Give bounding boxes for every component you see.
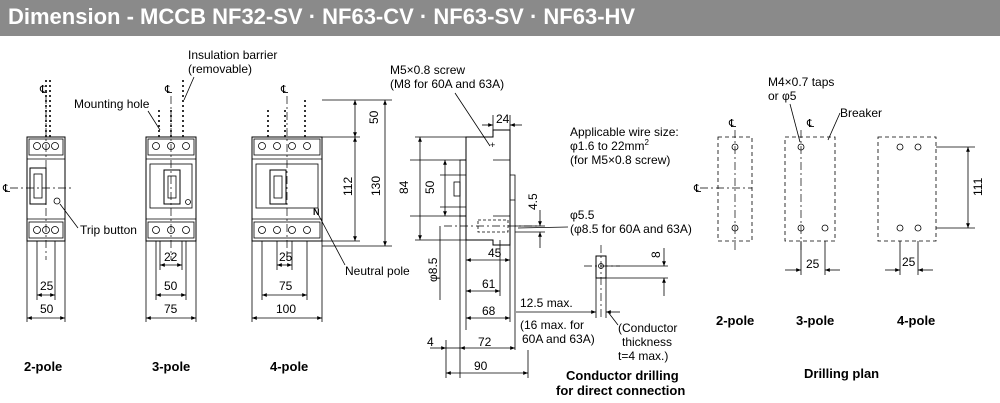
dim-height-112: 112 [341,177,355,196]
label-wire-screw: (for M5×0.8 screw) [570,153,670,167]
dim-side-68: 68 [482,304,496,318]
label-insulation-barrier: Insulation barrier [188,48,277,62]
label-insulation-barrier-note: (removable) [188,62,252,76]
caption-4-pole: 4-pole [270,359,308,374]
front-view-3-pole: ℄ 22 50 75 [145,80,197,322]
drill-hole [896,143,904,151]
header-bar: Dimension - MCCB NF32-SV · NF63-CV · NF6… [0,0,1000,36]
label-wire-range: φ1.6 to 22mm2 [570,138,649,153]
dim-side-24: 24 [496,112,510,126]
caption-2-pole: 2-pole [24,359,62,374]
handle-3-pole [163,169,181,205]
label-hole-size: φ5.5 [570,208,595,222]
svg-text:N: N [313,207,320,217]
dim-side-45: 45 [488,246,502,260]
dim-side-84: 84 [397,180,411,194]
drill-hole [731,224,739,232]
label-max-length: 12.5 max. [520,296,573,310]
drill-hole [731,143,739,151]
dim-side-72: 72 [478,335,492,349]
label-max-length-alt: (16 max. for [520,318,584,332]
front-view-2-pole: ℄ ℄ 25 50 [2,80,74,322]
label-screw: M5×0.8 screw [390,63,465,77]
label-neutral-pole: Neutral pole [345,264,410,278]
drill-hole [914,143,922,151]
centerline-mark: ℄ [693,183,701,195]
dim-2pole-outer: 50 [40,302,54,316]
drill-hole [797,143,805,151]
caption-3-pole: 3-pole [152,359,190,374]
drill-hole [821,224,829,232]
label-thickness-3: t=4 max.) [618,349,668,363]
conductor-drilling: 8 [516,245,668,318]
centerline-mark: ℄ [2,183,10,195]
front-view-4-pole: N ℄ 25 75 100 50 112 130 [251,84,392,322]
dim-side-4-5: 4.5 [526,193,540,210]
dim-4pole-outer: 100 [276,302,296,316]
centerline-mark: ℄ [280,84,288,96]
centerline-mark: ℄ [39,84,47,96]
side-view: + 84 50 24 4.5 φ8.5 4 [397,112,545,378]
centerline-mark: ℄ [164,84,172,96]
dim-2pole-inner: 25 [40,279,54,293]
caption-drill-4-pole: 4-pole [897,313,935,328]
dim-3pole-outer: 75 [164,302,178,316]
dim-side-61: 61 [482,277,496,291]
centerline-mark: ℄ [728,118,736,130]
dim-4pole-inner: 25 [279,250,293,264]
drill-hole [896,224,904,232]
page-title: Dimension - MCCB NF32-SV · NF63-CV · NF6… [8,4,636,29]
caption-conductor-drilling: Conductor drilling [566,368,679,383]
dim-side-phi-8-5: φ8.5 [426,257,440,282]
drilling-plan: ℄ ℄ ℄ 25 25 111 [693,118,985,275]
label-taps: M4×0.7 taps [768,75,834,89]
dim-height-130: 130 [369,176,383,196]
label-max-length-alt2: 60A and 63A) [522,332,595,346]
caption-drill-2-pole: 2-pole [716,313,754,328]
label-taps-alt: or φ5 [768,89,797,103]
label-thickness: (Conductor [618,321,677,335]
caption-drilling-plan: Drilling plan [804,366,879,381]
label-hole-size-alt: (φ8.5 for 60A and 63A) [570,222,692,236]
dim-drill-25-3pole: 25 [806,257,820,271]
side-body [465,129,511,246]
caption-drill-3-pole: 3-pole [796,313,834,328]
label-thickness-2: thickness [622,335,672,349]
drill-outline-4-pole [877,136,937,242]
label-screw-alt: (M8 for 60A and 63A) [390,77,504,91]
dim-side-4: 4 [427,335,434,349]
drill-outline-3-pole [784,136,836,242]
dim-top-height: 50 [367,110,381,124]
dim-3pole-mid: 50 [164,279,178,293]
dim-3pole-inner: 22 [164,250,178,264]
label-trip-button: Trip button [80,223,137,237]
dim-side-50: 50 [423,180,437,194]
caption-direct-connection: for direct connection [556,383,685,398]
handle-2-pole [29,167,47,205]
drill-hole [797,224,805,232]
label-mounting-hole: Mounting hole [74,97,150,111]
label-breaker: Breaker [840,106,882,120]
dim-conductor-8: 8 [649,251,663,258]
trip-button-2-pole [53,197,61,205]
handle-4-pole [269,169,287,205]
label-wire-size: Applicable wire size: [570,125,679,139]
centerline-mark: ℄ [806,118,814,130]
dim-drill-25-4pole: 25 [902,255,916,269]
drill-hole [914,224,922,232]
dim-drill-111: 111 [971,177,985,196]
svg-text:+: + [490,140,495,150]
dim-4pole-mid: 75 [279,279,293,293]
dim-side-90: 90 [474,359,488,373]
